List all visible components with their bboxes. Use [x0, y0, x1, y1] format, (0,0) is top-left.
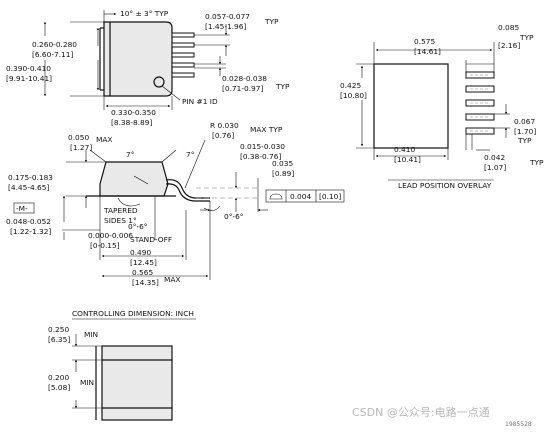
bottom-body	[101, 345, 173, 421]
lead-width: 0.028-0.038	[222, 74, 267, 83]
lead-pitch: 0.057-0.077	[205, 12, 250, 21]
bottom-min-height: 0.200	[48, 373, 69, 382]
top-angle: 10° ± 3° TYP	[120, 9, 169, 18]
standoff-mm: [0-0.15]	[90, 241, 120, 250]
top-view: 10° ± 3° TYP 0.057-0.077 [1.45-1.96] TYP…	[6, 9, 290, 127]
bottom-dims	[72, 334, 102, 409]
overlay-pitch: 0.067	[514, 117, 535, 126]
body-thickness: 0.175-0.183	[8, 173, 53, 182]
body-thickness-mm: [4.45-4.65]	[8, 183, 49, 192]
length-2-max: MAX	[164, 275, 181, 284]
bottom-min-width: 0.250	[48, 325, 69, 334]
top-height: 0.260-0.280	[32, 40, 77, 49]
lead-pitch-mm: [1.45-1.96]	[205, 22, 246, 31]
length-1: 0.490	[130, 248, 151, 257]
side-max-height: 0.050	[68, 133, 89, 142]
lead-width-mm: [0.71-0.97]	[222, 84, 263, 93]
datum-m: -M-	[16, 204, 28, 213]
overlay-dims	[356, 42, 510, 181]
overlay-width: 0.575	[414, 37, 435, 46]
coplanarity: 0.004	[290, 192, 311, 201]
coplanarity-frame	[265, 189, 345, 203]
top-overall: 0.390-0.410	[6, 64, 51, 73]
length-1-mm: [12.45]	[130, 258, 157, 267]
top-view-leads	[171, 32, 195, 78]
length-2: 0.565	[132, 268, 153, 277]
watermark-code: 1985528	[505, 421, 532, 428]
side-view: 0.050 [1.27] MAX 7° 7° R 0.030 [0.76] MA…	[6, 121, 345, 287]
tapered-label: TAPERED	[103, 206, 138, 215]
lead-thickness-mm: [0.38-0.76]	[240, 152, 281, 161]
overlay-height-mm: [10.80]	[340, 91, 367, 100]
bottom-min-width-mm: [6.35]	[48, 335, 70, 344]
overlay-body-width-mm: [10.41]	[394, 155, 421, 164]
radius-mm: [0.76]	[212, 131, 234, 140]
bottom-min-width-label: MIN	[84, 330, 98, 339]
tapered-sides: SIDES 1°	[104, 216, 137, 225]
overlay-pad-width-typ: TYP	[529, 158, 544, 167]
taper-angle-right: 7°	[186, 150, 194, 159]
small-angle: 0°-6°	[128, 222, 147, 231]
length-2-mm: [14.35]	[132, 278, 159, 287]
overlay-body	[373, 63, 449, 149]
overlay-height: 0.425	[340, 81, 361, 90]
side-body	[99, 161, 169, 197]
body-width-mm: [8.38-8.89]	[111, 118, 152, 127]
lead-pitch-typ: TYP	[264, 17, 279, 26]
overlay-pad-width-mm: [1.07]	[484, 163, 506, 172]
top-overall-mm: [9.91-10.41]	[6, 74, 52, 83]
overlay-body-width: 0.410	[394, 145, 415, 154]
pin1-mark	[153, 76, 165, 88]
side-view-dims	[13, 139, 345, 280]
tab-thickness: 0.048-0.052	[6, 217, 51, 226]
pin1-label: PIN #1 ID	[182, 97, 218, 106]
foot-length: 0.035	[272, 159, 293, 168]
lead-angle: 0°-6°	[224, 212, 243, 221]
overlay-lead-length-mm: [2.16]	[498, 41, 520, 50]
top-view-outline	[99, 21, 173, 97]
datum-m-box	[13, 202, 35, 214]
overlay-caption: LEAD POSITION OVERLAY	[398, 181, 492, 190]
lead-3	[171, 52, 195, 58]
package-body	[103, 21, 173, 97]
coplanarity-mm: [0.10]	[319, 192, 341, 201]
foot-length-mm: [0.89]	[272, 169, 294, 178]
watermark: CSDN @公众号:电路一点通	[352, 406, 490, 419]
side-max-height-mm: [1.27]	[70, 143, 92, 152]
radius-note: MAX TYP	[250, 125, 283, 134]
taper-angle-left: 7°	[126, 150, 134, 159]
overlay-pad-width: 0.042	[484, 153, 505, 162]
lead-2	[171, 42, 195, 48]
standoff: 0.000-0.006	[88, 231, 133, 240]
bottom-min-height-mm: [5.08]	[48, 383, 70, 392]
lead-width-typ: TYP	[275, 82, 290, 91]
lead-5	[171, 72, 195, 78]
overlay-lead-length-typ: TYP	[519, 33, 534, 42]
lead-1	[171, 32, 195, 38]
standoff-label: STAND-OFF	[130, 235, 172, 244]
controlling-dimension: CONTROLLING DIMENSION: INCH	[72, 309, 194, 318]
lead-overlay-view: 0.575 [14.61] 0.085 TYP [2.16] 0.425 [10…	[340, 23, 544, 190]
overlay-pitch-typ: TYP	[517, 136, 532, 145]
body-width: 0.330-0.350	[111, 108, 156, 117]
overlay-lead-length: 0.085	[498, 23, 519, 32]
lead-4	[171, 62, 195, 68]
side-max-label: MAX	[96, 135, 113, 144]
top-height-mm: [6.60-7.11]	[32, 50, 73, 59]
radius: R 0.030	[210, 121, 239, 130]
bottom-view: CONTROLLING DIMENSION: INCH 0.250 [6.35]…	[48, 309, 196, 421]
side-view-outline	[86, 161, 210, 202]
overlay-width-mm: [14.61]	[414, 47, 441, 56]
tab-thickness-mm: [1.22-1.32]	[10, 227, 51, 236]
gull-wing-lead	[165, 179, 210, 199]
lead-thickness: 0.015-0.030	[240, 142, 285, 151]
bottom-min-height-label: MIN	[80, 378, 94, 387]
overlay-pitch-mm: [1.70]	[514, 127, 536, 136]
top-view-dims	[43, 10, 230, 110]
